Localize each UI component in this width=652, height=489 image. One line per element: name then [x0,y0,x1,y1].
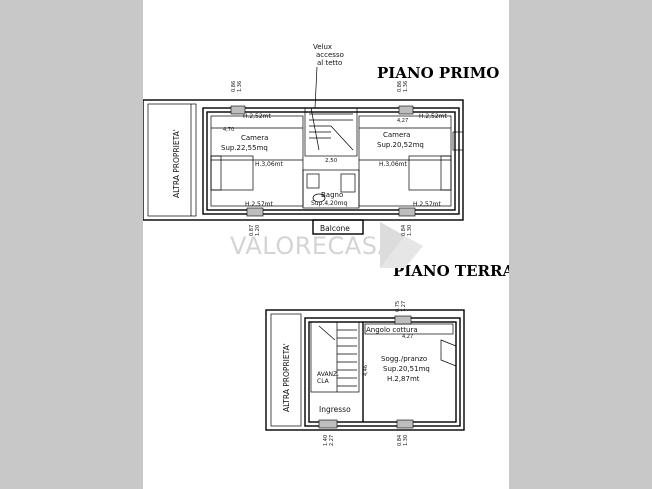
ground-neighbor-label: ALTRA PROPRIETA' [282,343,291,412]
watermark: VALORECASA [230,222,423,268]
upper-bath-name: Bagno [321,191,343,199]
ground-dim-w2: 4,46 [363,365,369,376]
velux-line-1: Velux [313,43,332,51]
ground-floor-plan: ALTRA PROPRIETA' AVANZ. CLA Ingresso Ang… [265,301,465,446]
ground-closet-label: AVANZ. [317,371,339,378]
upper-balcony [312,219,364,235]
ground-kitchen-label: Angolo cottura [366,326,418,334]
svg-text:1.20: 1.20 [255,225,261,236]
ground-stair-steps [318,322,357,392]
upper-stair-steps [309,107,354,151]
svg-text:0.84: 0.84 [401,225,407,236]
shower-icon [306,173,320,189]
upper-right-bed [408,155,452,191]
ground-house-wall [304,317,461,427]
upper-balcony-label: Balcone [320,224,350,233]
velux-leader-line [314,66,318,109]
ground-living-area: Sup.20,51mq [383,365,430,373]
upper-left-room-name: Camera [241,134,268,142]
upper-floor-plan: ALTRA PROPRIETA' Camera Sup.22,55mq H.2,… [143,43,464,236]
upper-dim-w2: 4,27 [397,118,408,124]
svg-text:1.40: 1.40 [323,435,329,446]
upper-left-h-mid: H.3,06mt [255,161,284,168]
upper-neighbor-label: ALTRA PROPRIETA' [172,129,181,198]
floor-plan-drawing: PIANO PRIMO PIANO TERRA VALORECASA ALTRA… [143,43,509,446]
ground-dim-w1: 4,27 [402,334,413,340]
velux-line-3: al tetto [317,59,342,67]
svg-text:1.30: 1.30 [407,225,413,236]
svg-text:0.75: 0.75 [395,301,401,312]
upper-right-room-name: Camera [383,131,410,139]
upper-right-h-top: H.2,52mt [419,113,448,120]
upper-left-bed [210,155,254,191]
ground-outer-wall [265,309,465,431]
upper-outer-wall [143,99,464,221]
upper-floor-title: PIANO PRIMO [377,64,499,82]
upper-left-h-top: H.2,52mt [243,113,272,120]
svg-text:1.30: 1.30 [403,435,409,446]
svg-text:1.36: 1.36 [237,81,243,92]
svg-text:1.36: 1.36 [403,81,409,92]
ground-floor-title: PIANO TERRA [393,262,509,280]
upper-left-h-bot: H.2,57mt [245,201,274,208]
floor-plan-sheet: PIANO PRIMO PIANO TERRA VALORECASA ALTRA… [143,0,509,489]
svg-text:0.84: 0.84 [397,435,403,446]
upper-stair [304,107,358,157]
ground-entry-label: Ingresso [319,405,351,414]
sink-icon [340,173,356,193]
watermark-text: VALORECASA [230,232,395,260]
ground-living-name: Sogg./pranzo [381,355,427,363]
ground-window-dims: 0.75 1.27 1.40 2.27 0.84 1.30 [323,301,409,446]
fireplace-icon [440,339,457,367]
svg-text:1.27: 1.27 [401,301,407,312]
ground-closet2-label: CLA [317,378,330,385]
svg-text:0.86: 0.86 [231,81,237,92]
upper-bath-area: Sup.4,20mq [311,200,348,207]
upper-right-room-area: Sup.20,52mq [377,141,424,149]
ground-living-height: H.2,87mt [387,375,420,383]
watermark-logo-icon [380,222,405,268]
upper-right-h-mid: H.3,06mt [379,161,408,168]
velux-line-2: accesso [316,51,344,59]
upper-dim-w1: 4,70 [223,127,234,133]
ground-stair [310,321,360,393]
upper-left-room-area: Sup.22,55mq [221,144,268,152]
svg-text:0.87: 0.87 [249,225,255,236]
upper-dim-w3: 2,50 [325,158,338,164]
svg-text:2.27: 2.27 [329,435,335,446]
upper-window-dims: 0.86 1.36 0.86 1.36 0.87 1.20 0.84 1.30 [231,81,413,236]
upper-right-h-bot: H.2,57mt [413,201,442,208]
toilet-icon [312,193,326,203]
svg-text:0.86: 0.86 [397,81,403,92]
